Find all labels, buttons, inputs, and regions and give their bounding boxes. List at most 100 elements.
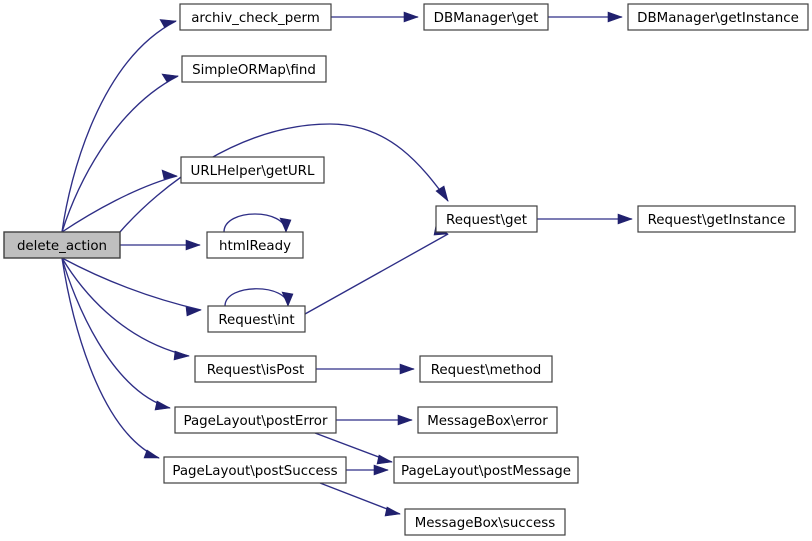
node-label: DBManager\getInstance [637, 11, 799, 26]
edge-line [61, 20, 177, 233]
node-pagelayout_posterror[interactable]: PageLayout\postError [174, 406, 337, 434]
node-label: Request\getInstance [648, 213, 786, 228]
node-box[interactable] [174, 406, 337, 434]
node-label: MessageBox\error [427, 414, 548, 429]
node-label: MessageBox\success [415, 516, 555, 531]
edge-delete_action-to-archiv_check_perm [61, 19, 177, 233]
node-box[interactable] [206, 231, 304, 259]
arrowhead-icon [161, 169, 179, 180]
node-box[interactable] [194, 355, 317, 383]
node-box[interactable] [180, 156, 325, 184]
arrowhead-icon [376, 454, 393, 465]
edge-pagelayout_postsuccess-to-messagebox_success [319, 482, 401, 517]
edge-delete_action-to-pagelayout_posterror [61, 257, 171, 411]
node-label: Request\get [446, 213, 527, 228]
arrowhead-icon [161, 73, 179, 83]
arrowhead-icon [281, 291, 294, 307]
node-box[interactable] [435, 205, 538, 233]
edge-line [119, 123, 449, 233]
node-box[interactable] [404, 508, 566, 536]
nodes-layer: delete_action archiv_check_perm DBManager\… [3, 3, 809, 536]
node-archiv_check_perm[interactable]: archiv_check_perm [179, 3, 332, 31]
arrowhead-icon [173, 350, 191, 361]
edge-dbmanager_get-to-dbmanager_getinstance [548, 11, 623, 23]
edge-delete_action-to-request_int [61, 257, 203, 317]
edge-line [61, 175, 178, 233]
node-box[interactable] [417, 406, 558, 434]
edge-pagelayout_posterror-to-messagebox_error [336, 414, 413, 426]
arrowhead-icon [399, 363, 415, 375]
edge-delete_action-to-htmlready [120, 239, 201, 251]
edge-line [61, 257, 160, 459]
node-request_get[interactable]: Request\get [435, 205, 538, 233]
node-request_method[interactable]: Request\method [419, 355, 553, 383]
node-request_getinstance[interactable]: Request\getInstance [637, 205, 796, 233]
node-dbmanager_getinstance[interactable]: DBManager\getInstance [627, 3, 809, 31]
arrowhead-icon [403, 11, 419, 23]
arrowhead-icon [143, 449, 160, 459]
node-pagelayout_postmessage[interactable]: PageLayout\postMessage [393, 456, 579, 484]
node-htmlready[interactable]: htmlReady [206, 231, 304, 259]
node-label: archiv_check_perm [191, 11, 320, 26]
node-dbmanager_get[interactable]: DBManager\get [423, 3, 549, 31]
node-label: Request\isPost [207, 363, 305, 378]
node-label: URLHelper\getURL [191, 164, 315, 179]
node-label: DBManager\get [434, 11, 539, 26]
edge-htmlready-to-htmlready [223, 213, 292, 233]
edge-line [61, 75, 179, 233]
node-simpleormap_find[interactable]: SimpleORMap\find [181, 55, 327, 83]
arrowhead-icon [185, 239, 201, 251]
arrowhead-icon [373, 464, 389, 476]
node-box[interactable] [163, 456, 347, 484]
edge-delete_action-to-pagelayout_postsuccess [61, 257, 160, 459]
edge-line [61, 257, 171, 409]
node-request_ispost[interactable]: Request\isPost [194, 355, 317, 383]
node-urlhelper_geturl[interactable]: URLHelper\getURL [180, 156, 325, 184]
edge-line [224, 288, 289, 307]
edge-line [61, 257, 190, 357]
node-box[interactable] [179, 3, 332, 31]
node-label: delete_action [17, 239, 107, 254]
arrowhead-icon [617, 213, 633, 225]
node-box[interactable] [637, 205, 796, 233]
node-box[interactable] [423, 3, 549, 31]
edge-request_ispost-to-request_method [316, 363, 415, 375]
node-box[interactable] [419, 355, 553, 383]
arrowhead-icon [279, 217, 292, 233]
arrowhead-icon [384, 506, 401, 517]
edge-request_int-to-request_get [304, 224, 449, 315]
edges-layer [61, 11, 633, 517]
node-box[interactable] [207, 305, 306, 333]
node-box[interactable] [627, 3, 809, 31]
edge-line [61, 257, 202, 311]
edge-request_int-to-request_int [224, 288, 294, 307]
edge-line [304, 233, 449, 315]
arrowhead-icon [397, 414, 413, 426]
edge-archiv_check_perm-to-dbmanager_get [331, 11, 419, 23]
node-label: Request\int [218, 313, 294, 328]
node-box[interactable] [393, 456, 579, 484]
edge-delete_action-to-request_ispost [61, 257, 191, 361]
arrowhead-icon [154, 400, 171, 411]
node-label: PageLayout\postMessage [401, 464, 571, 479]
arrowhead-icon [159, 19, 177, 28]
edge-pagelayout_posterror-to-pagelayout_postmessage [314, 432, 393, 465]
node-box[interactable] [3, 231, 121, 259]
arrowhead-icon [435, 185, 449, 202]
node-label: Request\method [431, 363, 542, 378]
node-pagelayout_postsuccess[interactable]: PageLayout\postSuccess [163, 456, 347, 484]
edge-request_get-to-request_getinstance [537, 213, 633, 225]
node-request_int[interactable]: Request\int [207, 305, 306, 333]
edge-delete_action-to-simpleormap_find [61, 73, 179, 233]
node-messagebox_error[interactable]: MessageBox\error [417, 406, 558, 434]
node-label: htmlReady [219, 239, 291, 254]
node-box[interactable] [181, 55, 327, 83]
node-label: SimpleORMap\find [192, 63, 316, 78]
node-label: PageLayout\postError [183, 414, 328, 429]
node-label: PageLayout\postSuccess [172, 464, 337, 479]
edge-delete_action-to-request_get [119, 123, 449, 233]
node-delete_action[interactable]: delete_action [3, 231, 121, 259]
node-messagebox_success[interactable]: MessageBox\success [404, 508, 566, 536]
